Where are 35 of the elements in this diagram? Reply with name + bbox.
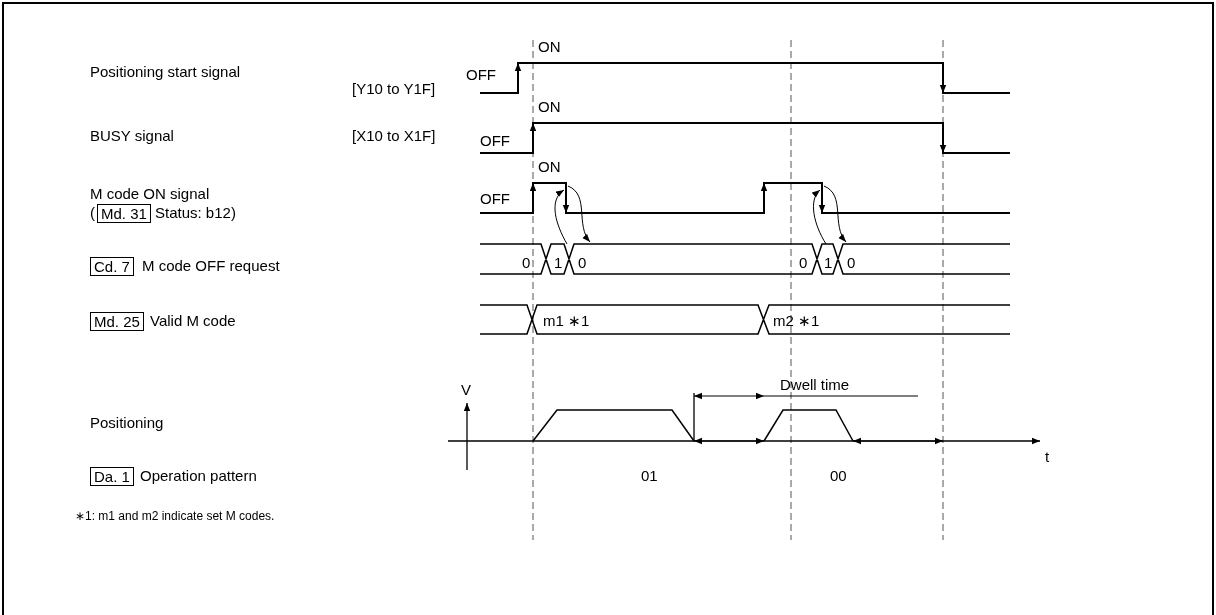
state-label: ON	[538, 98, 561, 115]
signal-name: Positioning	[90, 414, 164, 431]
device-range: [Y10 to Y1F]	[352, 80, 436, 97]
axis-label: V	[461, 381, 471, 398]
value-label: 0	[847, 254, 856, 271]
device-range: [X10 to X1F]	[352, 127, 436, 144]
value-label: 01	[641, 467, 658, 484]
axis-label: t	[1045, 448, 1050, 465]
footnote: ∗1: m1 and m2 indicate set M codes.	[75, 508, 275, 525]
value-label: 0	[522, 254, 531, 271]
state-label: ON	[538, 38, 561, 55]
value-label: m2 ∗1	[773, 312, 820, 329]
parameter-tag: Md. 25	[90, 312, 144, 331]
parameter-tag: Da. 1	[90, 467, 134, 486]
state-label: ON	[538, 158, 561, 175]
signal-name: BUSY signal	[90, 127, 174, 144]
signal-name: M code OFF request	[142, 257, 280, 274]
bracket-text: (	[90, 204, 95, 221]
parameter-tag: Cd. 7	[90, 257, 134, 276]
signal-name: Positioning start signal	[90, 63, 241, 80]
value-label: 0	[799, 254, 808, 271]
signal-name: M code ON signal	[90, 185, 210, 202]
dimension-label: Dwell time	[780, 376, 850, 393]
signal-name: Valid M code	[150, 312, 236, 329]
state-label: OFF	[480, 132, 510, 149]
state-label: OFF	[466, 66, 496, 83]
value-label: 0	[578, 254, 587, 271]
status-text: Status: b12)	[155, 204, 236, 221]
value-label: 1	[554, 254, 563, 271]
state-label: OFF	[480, 190, 510, 207]
value-label: m1 ∗1	[543, 312, 590, 329]
signal-name: Operation pattern	[140, 467, 257, 484]
value-label: 1	[824, 254, 833, 271]
value-label: 00	[830, 467, 847, 484]
parameter-tag: Md. 31	[97, 204, 151, 223]
